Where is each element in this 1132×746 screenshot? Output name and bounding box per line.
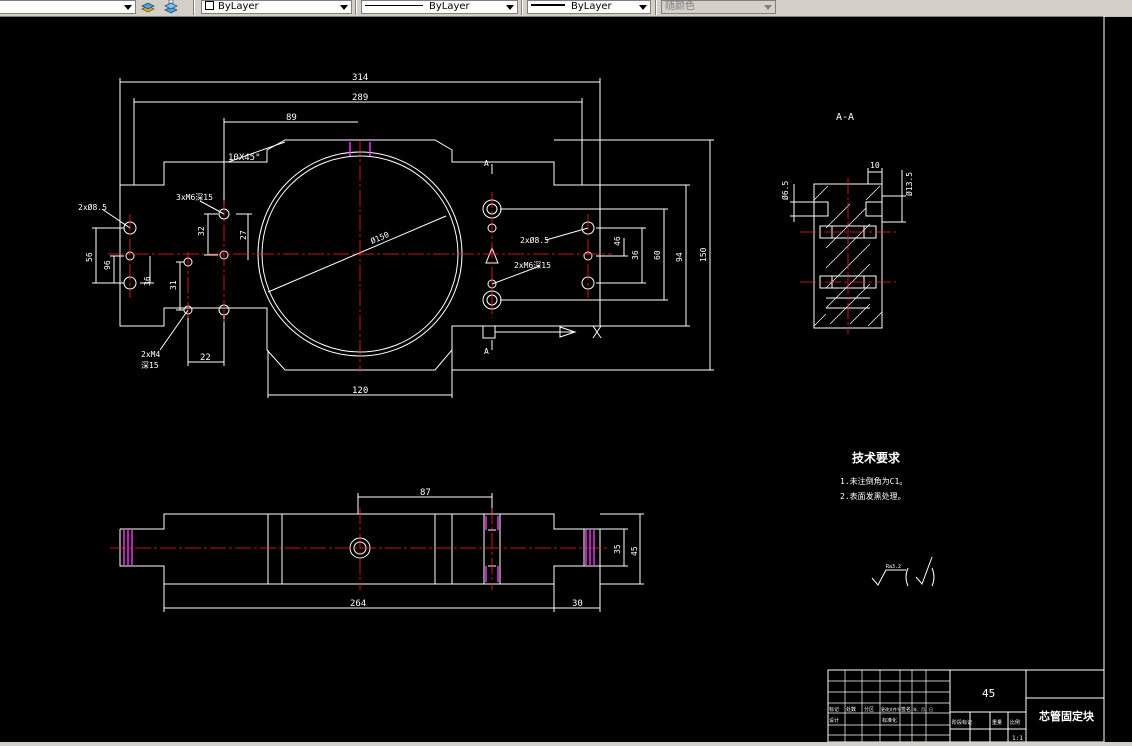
plotstyle-combo[interactable]: 随颜色 (661, 0, 776, 14)
dim-36-left: 36 (143, 276, 152, 286)
toolbar-separator (355, 0, 357, 15)
dim-22: 22 (200, 353, 211, 363)
dim-289: 289 (352, 93, 368, 103)
dim-45: 45 (630, 546, 639, 556)
properties-toolbar: ByLayer ByLayer ByLayer 随颜色 (0, 0, 1132, 17)
note-right-holes: 2xØ8.5 (520, 235, 549, 245)
dim-89: 89 (286, 113, 297, 123)
chevron-down-icon[interactable] (506, 5, 514, 10)
tb-label-zone: 分区 (864, 706, 874, 713)
tb-label-scale: 比例 (1010, 719, 1020, 726)
linetype-combo[interactable]: ByLayer (361, 0, 518, 14)
linetype-preview (365, 5, 423, 6)
roughness-value: Ra3.2 (886, 564, 901, 570)
diameter-leader (267, 215, 447, 293)
dim-56: 56 (85, 252, 94, 262)
section-mark-top: A (484, 159, 489, 168)
tech-req-item-2: 2.表面发黑处理。 (840, 491, 906, 501)
dim-6-5: Ø6.5 (780, 181, 790, 200)
tech-req-title: 技术要求 (852, 450, 901, 465)
lineweight-combo-value: ByLayer (571, 1, 612, 12)
dim-314: 314 (352, 73, 368, 83)
layer-previous-icon (164, 0, 178, 14)
dim-10: 10 (870, 161, 880, 170)
layer-combo[interactable] (0, 0, 136, 14)
tb-label-design: 设计 (829, 717, 839, 724)
tb-label-mark: 标记 (829, 706, 839, 713)
title-block (827, 669, 1105, 742)
layer-previous-button[interactable] (162, 0, 180, 14)
tb-label-date: 年、月、日 (913, 706, 933, 712)
note-upper-holes: 3xM6深15 (176, 193, 213, 202)
note-bottom-depth: 深15 (141, 361, 159, 370)
highlighted-features (123, 142, 595, 582)
layer-stack-icon (141, 2, 155, 13)
dimension-texts: 314 289 89 10X45° 120 22 Ø150 150 94 60 … (78, 73, 914, 609)
note-bottom-holes: 2xM4 (141, 350, 160, 359)
dim-120: 120 (352, 386, 368, 396)
dim-150: 150 (699, 247, 708, 262)
dim-31: 31 (169, 280, 178, 290)
dim-circle: Ø150 (369, 229, 391, 246)
lineweight-preview (531, 4, 565, 6)
lineweight-combo[interactable]: ByLayer (527, 0, 651, 14)
ucs-icon (482, 325, 496, 339)
material: 45 (982, 687, 995, 700)
tb-label-standard: 标准化 (882, 717, 897, 724)
front-view (119, 493, 644, 612)
dim-60: 60 (653, 250, 662, 260)
plotstyle-combo-value: 随颜色 (665, 1, 695, 12)
chevron-down-icon[interactable] (340, 5, 348, 10)
roughness-symbol (871, 556, 935, 587)
dim-46: 46 (613, 236, 622, 246)
color-combo-value: ByLayer (218, 1, 259, 12)
ucs-arrow-icon (559, 326, 577, 338)
tb-scale-value: 1:1 (1012, 735, 1023, 742)
toolbar-separator (193, 0, 195, 15)
dim-36: 36 (631, 250, 640, 260)
dim-30: 30 (572, 599, 583, 609)
chevron-down-icon[interactable] (124, 5, 132, 10)
drawing-geometry (92, 16, 1132, 742)
chevron-down-icon[interactable] (764, 5, 772, 10)
tb-label-change: 更改文件号 (881, 706, 901, 712)
dim-87: 87 (420, 488, 431, 498)
section-mark-bottom: A (484, 347, 489, 356)
dim-27: 27 (239, 230, 248, 240)
chevron-down-icon[interactable] (639, 5, 647, 10)
section-title: A-A (836, 112, 854, 123)
toolbar-separator (655, 0, 657, 15)
note-right-tapped: 2xM6深15 (514, 261, 551, 270)
dim-96: 96 (103, 260, 112, 270)
tb-label-sign: 签名 (901, 706, 911, 713)
tech-req-item-1: 1.未注倒角为C1。 (840, 476, 907, 486)
tb-label-stage: 阶段标记 (952, 719, 972, 726)
status-bar (0, 742, 1132, 746)
linetype-combo-value: ByLayer (429, 1, 470, 12)
dim-264: 264 (350, 599, 366, 609)
tech-requirements: 技术要求 1.未注倒角为C1。 2.表面发黑处理。 Ra3.2 (840, 450, 907, 570)
dim-35: 35 (613, 544, 622, 554)
tb-label-weight: 重量 (992, 719, 1002, 726)
tb-label-count: 处数 (846, 706, 856, 713)
dim-32: 32 (197, 226, 206, 236)
drawing-canvas[interactable]: 314 289 89 10X45° 120 22 Ø150 150 94 60 … (0, 16, 1132, 742)
toolbar-separator (521, 0, 523, 15)
dim-chamfer: 10X45° (228, 153, 261, 163)
layer-states-button[interactable] (140, 0, 156, 14)
color-combo[interactable]: ByLayer (201, 0, 352, 14)
dim-94: 94 (675, 252, 684, 262)
color-swatch-icon (205, 1, 214, 10)
part-name: 芯管固定块 (1039, 709, 1095, 723)
center-lines (108, 140, 896, 590)
section-hatch (813, 185, 883, 327)
cursor-icon (592, 325, 602, 339)
title-block-texts: 45 芯管固定块 标记 处数 分区 更改文件号 签名 年、月、日 设计 标准化 … (829, 687, 1095, 742)
note-left-holes: 2xØ8.5 (78, 202, 107, 212)
dim-13-5: Ø13.5 (904, 172, 914, 196)
